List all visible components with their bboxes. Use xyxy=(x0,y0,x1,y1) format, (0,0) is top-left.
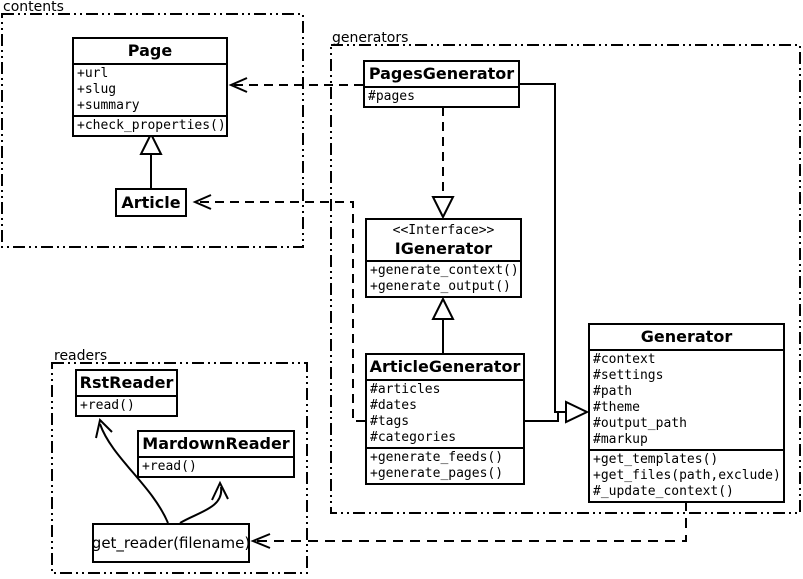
package-readers-label: readers xyxy=(54,348,108,364)
arrowhead-open-page xyxy=(228,77,248,93)
class-article: Article xyxy=(115,188,187,217)
class-igenerator: <<Interface>> IGenerator +generate_conte… xyxy=(365,218,522,298)
arrowhead-open-article xyxy=(192,194,212,210)
attribute: #path xyxy=(593,384,633,399)
class-articlegenerator-methods: +generate_feeds() +generate_pages() xyxy=(367,447,523,483)
class-pagesgenerator: PagesGenerator #pages xyxy=(363,60,520,108)
class-rstreader-methods: +read() xyxy=(77,395,176,415)
attribute: #pages xyxy=(368,89,415,104)
edge-pagesgenerator-to-generator xyxy=(520,83,566,413)
attribute: #settings xyxy=(593,368,664,383)
class-pagesgenerator-name: PagesGenerator xyxy=(368,64,515,83)
method: +get_files(path,exclude) xyxy=(593,468,781,483)
class-generator-methods: +get_templates() +get_files(path,exclude… xyxy=(590,449,783,501)
edge-articlegenerator-to-generator xyxy=(525,412,559,422)
attribute: #theme xyxy=(593,400,640,415)
package-readers-border xyxy=(51,362,308,574)
class-generator-name: Generator xyxy=(640,327,733,346)
arrowhead-triangle-igenerator-bottom xyxy=(431,296,455,320)
arrowhead-triangle-page xyxy=(139,131,163,155)
class-generator-attributes: #context #settings #path #theme #output_… xyxy=(590,349,783,449)
package-contents-label: contents xyxy=(3,0,64,15)
package-contents-border xyxy=(1,13,304,248)
class-rstreader-name: RstReader xyxy=(79,373,174,392)
class-page: Page +url +slug +summary +check_properti… xyxy=(72,37,228,137)
arrowhead-triangle-generator xyxy=(565,400,590,424)
arrowhead-open-markdownreader xyxy=(211,480,229,501)
attribute: #markup xyxy=(593,432,648,447)
class-generator: Generator #context #settings #path #them… xyxy=(588,323,785,503)
class-rstreader: RstReader +read() xyxy=(75,369,178,417)
arrowhead-triangle-igenerator-top xyxy=(431,196,455,220)
arrowhead-open-getreader xyxy=(250,533,271,549)
method: +get_templates() xyxy=(593,452,719,467)
attribute: #dates xyxy=(370,398,417,413)
class-page-name: Page xyxy=(127,41,173,60)
class-articlegenerator: ArticleGenerator #articles #dates #tags … xyxy=(365,353,525,485)
class-article-name: Article xyxy=(121,193,181,212)
method: +generate_context() xyxy=(370,263,519,278)
attribute: #categories xyxy=(370,430,457,445)
function-get-reader-label: get_reader(filename) xyxy=(91,534,251,552)
class-igenerator-stereotype: <<Interface>> xyxy=(392,223,495,238)
edge-generator-to-getreader xyxy=(256,501,687,542)
class-igenerator-methods: +generate_context() +generate_output() xyxy=(367,260,520,296)
method: +generate_feeds() xyxy=(370,450,504,465)
package-generators-border xyxy=(330,44,801,514)
method: +generate_pages() xyxy=(370,466,504,481)
method: +generate_output() xyxy=(370,279,511,294)
class-igenerator-header: <<Interface>> IGenerator xyxy=(367,220,520,260)
arrowhead-open-rstreader xyxy=(95,418,113,439)
attribute: #tags xyxy=(370,414,410,429)
attribute: +summary xyxy=(77,98,140,113)
class-articlegenerator-name: ArticleGenerator xyxy=(369,357,521,376)
class-page-attributes: +url +slug +summary xyxy=(74,63,226,115)
method: +read() xyxy=(142,459,197,474)
attribute: +url xyxy=(77,66,109,81)
edge-articlegenerator-to-article xyxy=(198,201,365,422)
attribute: #articles xyxy=(370,382,441,397)
class-markdownreader: MardownReader +read() xyxy=(137,430,295,478)
attribute: #output_path xyxy=(593,416,687,431)
method: +check_properties() xyxy=(77,118,226,133)
class-page-methods: +check_properties() xyxy=(74,115,226,135)
class-pagesgenerator-attributes: #pages xyxy=(365,86,518,106)
attribute: +slug xyxy=(77,82,117,97)
method: +read() xyxy=(80,398,135,413)
class-igenerator-name: IGenerator xyxy=(394,239,493,258)
function-get-reader: get_reader(filename) xyxy=(92,523,250,563)
package-generators-label: generators xyxy=(332,30,409,46)
class-markdownreader-name: MardownReader xyxy=(142,434,290,453)
method: #_update_context() xyxy=(593,484,734,499)
attribute: #context xyxy=(593,352,656,367)
edge-getreader-to-markdownreader xyxy=(179,486,223,524)
class-articlegenerator-attributes: #articles #dates #tags #categories xyxy=(367,379,523,447)
edge-getreader-to-rstreader xyxy=(99,423,169,524)
class-markdownreader-methods: +read() xyxy=(139,456,293,476)
